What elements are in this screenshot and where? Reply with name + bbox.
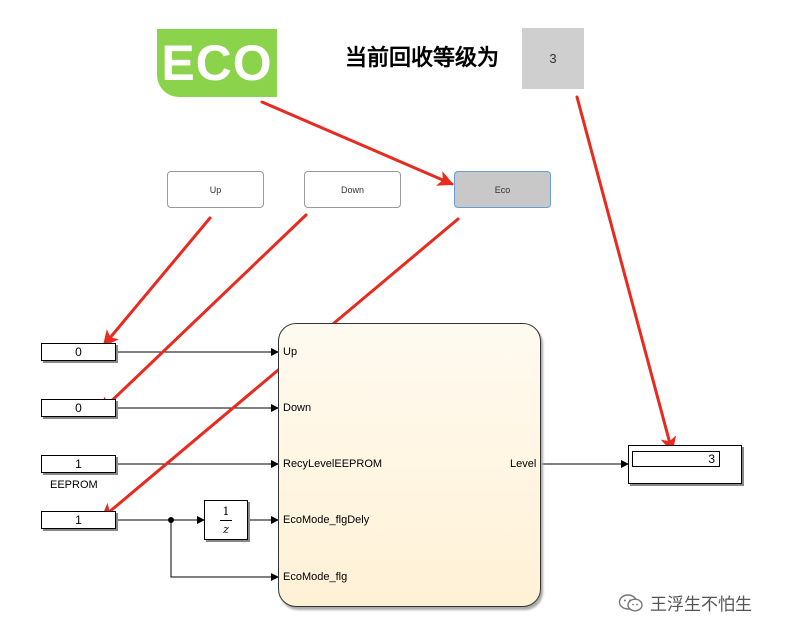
watermark-text: 王浮生不怕生	[650, 595, 752, 615]
branch-point	[168, 517, 174, 523]
wechat-icon	[618, 593, 643, 612]
port-label-eco-mode-flg-dely: EcoMode_flgDely	[283, 514, 370, 526]
port-label-eco-mode-flg: EcoMode_flg	[283, 571, 348, 583]
signal-lines	[117, 348, 629, 581]
up-button[interactable]: Up	[167, 171, 264, 208]
watermark: 王浮生不怕生	[618, 590, 752, 615]
level-title: 当前回收等级为	[345, 46, 500, 71]
signal-eco-branch[interactable]	[170, 520, 279, 581]
arrow-eco-logo-to-eco-button	[260, 100, 454, 186]
down-constant-block[interactable]: 0	[41, 399, 116, 417]
up-constant-block[interactable]: 0	[41, 343, 116, 361]
eeprom-label: EEPROM	[50, 479, 98, 491]
recy-level-eeprom-block[interactable]: 1	[41, 455, 116, 473]
eco-logo: ECO	[157, 29, 277, 97]
fraction-line	[220, 519, 232, 521]
eco-button[interactable]: Eco	[454, 171, 551, 208]
stateflow-chart-block[interactable]	[278, 323, 541, 607]
delay-denominator: z	[223, 522, 229, 536]
eco-mode-constant-block[interactable]: 1	[41, 511, 116, 529]
port-label-recy-level-eeprom: RecyLevelEEPROM	[283, 458, 383, 470]
delay-numerator: 1	[222, 504, 230, 518]
unit-delay-block[interactable]: 1 z	[204, 500, 248, 540]
level-value-box: 3	[522, 28, 584, 89]
level-display-value: 3	[632, 451, 720, 467]
port-label-down: Down	[283, 402, 312, 414]
port-label-up: Up	[283, 346, 298, 358]
arrow-up-button-to-const	[102, 216, 212, 347]
arrow-level-box-to-display	[575, 95, 677, 453]
down-button[interactable]: Down	[304, 171, 401, 208]
arrow-down-button-to-const	[98, 213, 308, 414]
port-label-level: Level	[510, 458, 537, 470]
